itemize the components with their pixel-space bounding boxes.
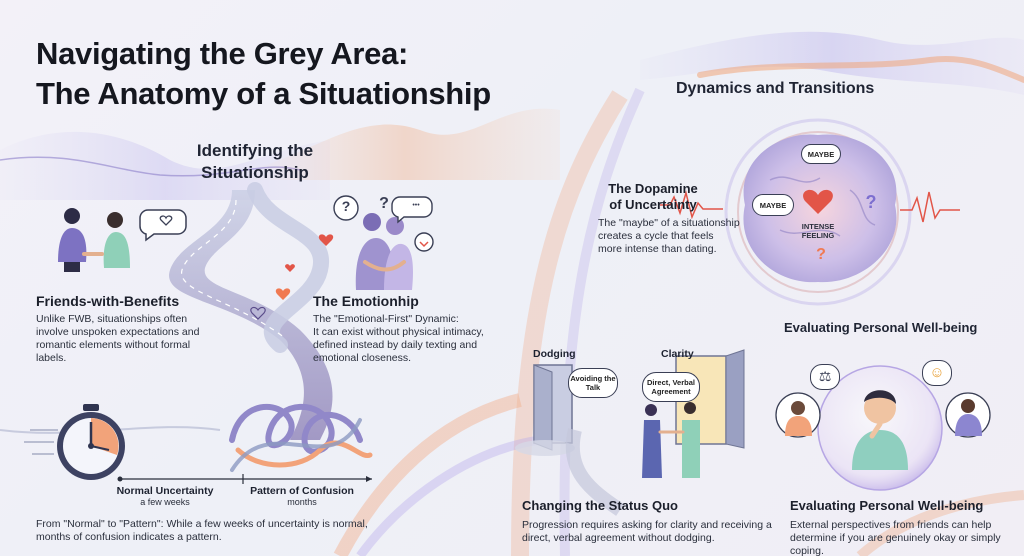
- fwb-illustration: [58, 208, 187, 272]
- normal-uncertainty: Normal Uncertainty a few weeks: [110, 485, 220, 508]
- maybe-bubble-top: MAYBE: [801, 144, 841, 164]
- dynamics-heading: Dynamics and Transitions: [676, 80, 875, 97]
- stopwatch-illustration: [24, 404, 125, 480]
- wellbeing-title: Evaluating Personal Well-being: [790, 498, 984, 513]
- wellbeing-text: External perspectives from friends can h…: [790, 519, 1001, 556]
- emotionship-illustration: [333, 195, 434, 290]
- identifying-heading-line1: Identifying the: [196, 141, 314, 160]
- emotionship-title: The Emotionhip: [313, 293, 419, 309]
- emotionship-text: It can exist without physical intimacy, …: [313, 326, 484, 364]
- identifying-heading: Identifying the Situationship: [170, 140, 340, 184]
- avoiding-bubble: Avoiding the Talk: [568, 368, 618, 398]
- dopamine-title: The Dopamine of Uncertainty: [598, 181, 708, 213]
- agreement-bubble: Direct, Verbal Agreement: [642, 372, 700, 402]
- emotionship-block: The Emotionhip The "Emotional-First" Dyn…: [313, 292, 503, 365]
- normal-uncertainty-label: Normal Uncertainty: [116, 485, 214, 497]
- pattern-confusion-sub: months: [287, 497, 317, 507]
- wellbeing-illustration: [775, 365, 991, 491]
- wellbeing-heading: Evaluating Personal Well-being: [784, 320, 978, 335]
- pattern-confusion: Pattern of Confusion months: [240, 485, 364, 508]
- status-quo-block: Changing the Status Quo Progression requ…: [522, 497, 772, 545]
- dopamine-title-line1: The Dopamine: [608, 181, 698, 196]
- page-title-line1: Navigating the Grey Area:: [36, 36, 409, 71]
- question-icon: ?: [865, 192, 877, 212]
- brain-illustration: [660, 118, 960, 306]
- question-icon: ?: [341, 198, 351, 214]
- wellbeing-block: Evaluating Personal Well-being External …: [790, 497, 1010, 556]
- page-title: Navigating the Grey Area: The Anatomy of…: [36, 34, 596, 114]
- clarity-label: Clarity: [661, 348, 694, 360]
- status-quo-text: Progression requires asking for clarity …: [522, 519, 772, 544]
- status-quo-title: Changing the Status Quo: [522, 498, 678, 513]
- doors-illustration: [515, 349, 745, 516]
- page-title-line2: The Anatomy of a Situationship: [36, 76, 491, 111]
- emotionship-subtitle: The "Emotional-First" Dynamic:: [313, 313, 459, 325]
- fwb-text: Unlike FWB, situationships often involve…: [36, 313, 200, 364]
- intense-label-line1: INTENSE: [801, 222, 835, 231]
- uncertainty-text: From "Normal" to "Pattern": While a few …: [36, 518, 368, 543]
- question-icon: ?: [379, 195, 389, 212]
- smile-icon: ☺: [922, 360, 952, 386]
- intense-label-line2: FEELING: [801, 231, 835, 240]
- normal-uncertainty-sub: a few weeks: [140, 497, 190, 507]
- dopamine-text: The "maybe" of a situationship creates a…: [598, 217, 740, 255]
- typing-dots-icon: •••: [412, 202, 420, 209]
- fwb-block: Friends-with-Benefits Unlike FWB, situat…: [36, 292, 216, 365]
- knot-illustration: [229, 403, 373, 472]
- scales-icon: ⚖: [810, 364, 840, 390]
- dodging-label: Dodging: [533, 348, 576, 360]
- maybe-bubble-left: MAYBE: [752, 194, 794, 216]
- pattern-confusion-label: Pattern of Confusion: [250, 485, 354, 497]
- identifying-heading-line2: Situationship: [201, 163, 309, 182]
- dopamine-title-line2: of Uncertainty: [609, 197, 697, 212]
- question-icon: ?: [816, 246, 826, 263]
- fwb-title: Friends-with-Benefits: [36, 293, 180, 309]
- intense-feeling-label: INTENSE FEELING: [790, 222, 846, 240]
